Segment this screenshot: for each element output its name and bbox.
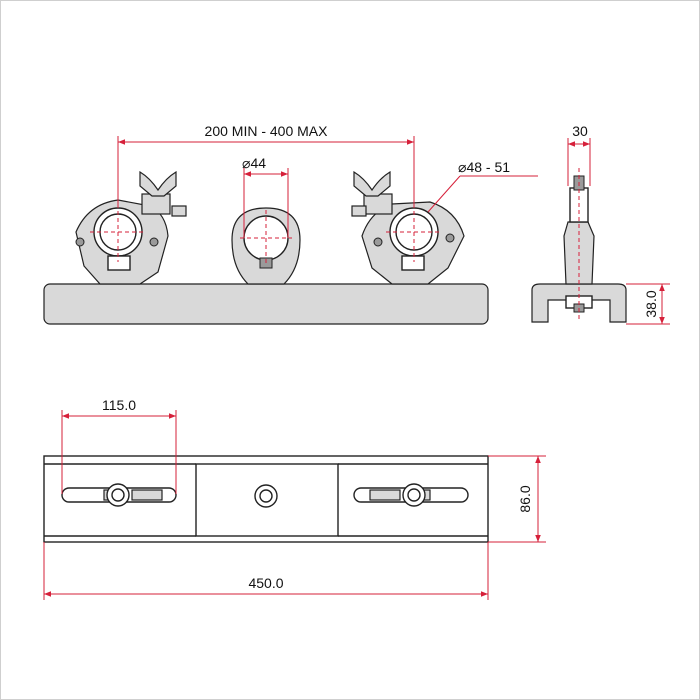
right-clamp — [351, 170, 465, 285]
front-view: 200 MIN - 400 MAX ⌀44 ⌀48 - 51 — [43, 123, 538, 325]
dim-side-height-label: 38.0 — [643, 290, 659, 317]
front-base-plate — [43, 283, 489, 325]
dim-ring-diameter: ⌀44 — [242, 155, 289, 238]
left-clamp — [75, 170, 187, 285]
side-view: 30 38.0 — [531, 123, 670, 325]
dim-clamp-spacing-label: 200 MIN - 400 MAX — [205, 123, 329, 139]
dim-slot-length: 115.0 — [61, 397, 177, 494]
dim-slot-length-label: 115.0 — [102, 397, 136, 413]
dim-tube-diameter-label: 48 - 51 — [466, 159, 510, 175]
diameter-symbol: ⌀ — [242, 155, 250, 171]
svg-text:⌀44: ⌀44 — [242, 155, 266, 171]
top-view: 115.0 86.0 450.0 — [43, 397, 546, 600]
dim-side-width: 30 — [567, 123, 591, 186]
dim-plate-length-label: 450.0 — [248, 575, 283, 591]
dim-side-height: 38.0 — [626, 283, 670, 325]
dim-plate-width-label: 86.0 — [517, 485, 533, 512]
dim-tube-diameter: ⌀48 - 51 — [427, 159, 538, 213]
svg-text:⌀48 - 51: ⌀48 - 51 — [458, 159, 510, 175]
dim-clamp-spacing: 200 MIN - 400 MAX — [117, 123, 415, 208]
dim-ring-diameter-label: 44 — [250, 155, 266, 171]
dim-side-width-label: 30 — [572, 123, 588, 139]
dim-plate-length: 450.0 — [43, 542, 489, 600]
diameter-symbol: ⌀ — [458, 159, 466, 175]
dim-plate-width: 86.0 — [488, 455, 546, 543]
